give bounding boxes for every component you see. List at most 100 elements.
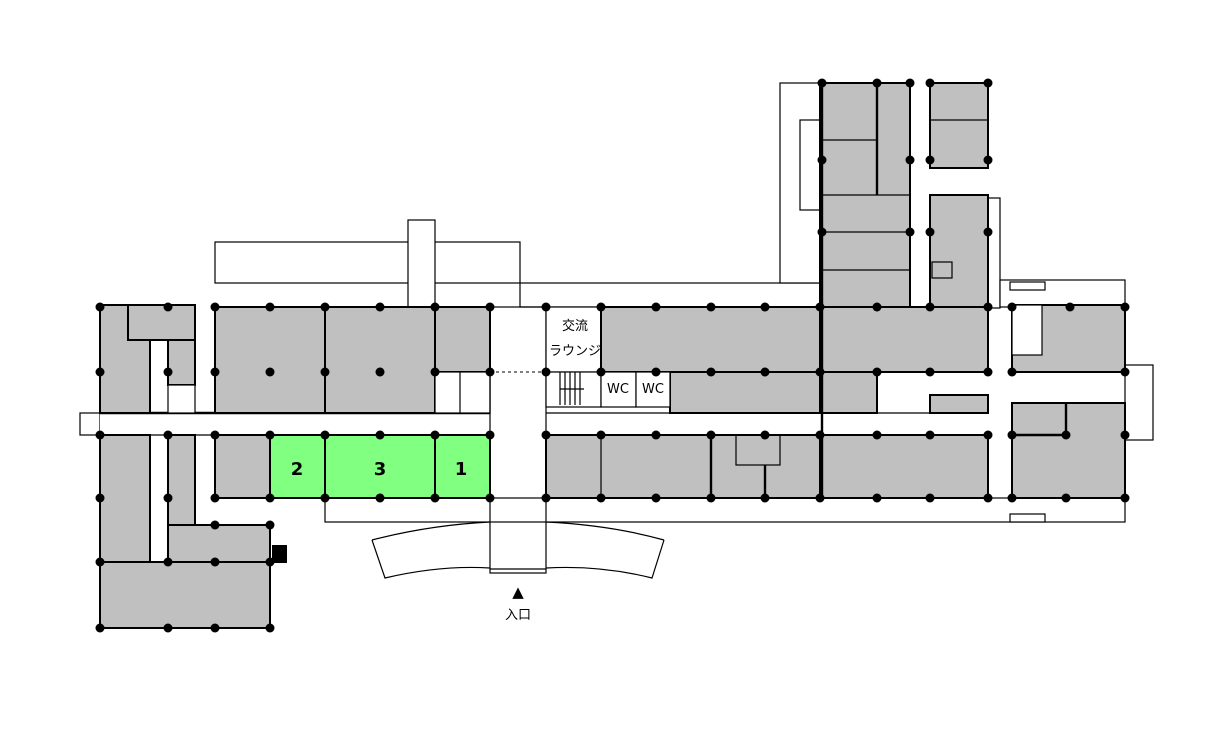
room-3[interactable] bbox=[324, 434, 436, 499]
column-dot bbox=[760, 302, 770, 312]
column-dot bbox=[1120, 493, 1130, 503]
column-dot bbox=[1120, 367, 1130, 377]
column-dot bbox=[815, 302, 825, 312]
column-dot bbox=[485, 493, 495, 503]
column-dot bbox=[925, 302, 935, 312]
column-dot bbox=[163, 430, 173, 440]
room-1-label: 1 bbox=[455, 459, 468, 480]
column-dot bbox=[706, 493, 716, 503]
column-dot bbox=[1007, 367, 1017, 377]
column-dot bbox=[265, 623, 275, 633]
column-dot bbox=[265, 520, 275, 530]
column-dot bbox=[541, 430, 551, 440]
column-dot bbox=[925, 367, 935, 377]
column-dot bbox=[596, 302, 606, 312]
column-dot bbox=[210, 520, 220, 530]
column-dot bbox=[651, 367, 661, 377]
column-dot bbox=[983, 302, 993, 312]
column-dot bbox=[265, 493, 275, 503]
column-dot bbox=[905, 155, 915, 165]
column-dot bbox=[817, 78, 827, 88]
column-dot bbox=[320, 367, 330, 377]
column-dot bbox=[925, 493, 935, 503]
column-dot bbox=[925, 227, 935, 237]
column-dot bbox=[541, 367, 551, 377]
column-dot bbox=[430, 430, 440, 440]
column-dot bbox=[265, 557, 275, 567]
column-dot bbox=[320, 430, 330, 440]
column-dot bbox=[210, 302, 220, 312]
column-dot bbox=[430, 302, 440, 312]
column-dot bbox=[95, 367, 105, 377]
column-dot bbox=[760, 367, 770, 377]
column-dot bbox=[905, 78, 915, 88]
entrance-hall bbox=[489, 306, 547, 574]
column-dot bbox=[1065, 302, 1075, 312]
room-1[interactable] bbox=[434, 434, 491, 499]
column-dot bbox=[485, 367, 495, 377]
column-dot bbox=[163, 302, 173, 312]
column-dot bbox=[163, 493, 173, 503]
highlighted-rooms: 2 3 1 bbox=[269, 434, 491, 499]
left-wing bbox=[99, 304, 287, 629]
column-dot bbox=[430, 367, 440, 377]
column-dot bbox=[983, 227, 993, 237]
column-dot bbox=[706, 367, 716, 377]
column-dot bbox=[706, 430, 716, 440]
column-dot bbox=[983, 155, 993, 165]
column-dot bbox=[651, 493, 661, 503]
wc-label-1: WC bbox=[607, 382, 629, 397]
column-dot bbox=[210, 493, 220, 503]
entrance-arrow-icon: ▲ bbox=[512, 583, 524, 601]
column-dot bbox=[815, 430, 825, 440]
wc-label-2: WC bbox=[642, 382, 664, 397]
column-dot bbox=[925, 78, 935, 88]
column-dot bbox=[905, 227, 915, 237]
column-dot bbox=[651, 430, 661, 440]
column-dot bbox=[872, 302, 882, 312]
column-dot bbox=[817, 227, 827, 237]
column-dot bbox=[983, 367, 993, 377]
column-dot bbox=[375, 430, 385, 440]
column-dot bbox=[760, 430, 770, 440]
column-dot bbox=[95, 302, 105, 312]
column-markers bbox=[95, 78, 1130, 633]
column-dot bbox=[163, 623, 173, 633]
column-dot bbox=[706, 302, 716, 312]
exchange-lounge[interactable] bbox=[545, 306, 602, 373]
column-dot bbox=[1007, 493, 1017, 503]
column-dot bbox=[925, 155, 935, 165]
column-dot bbox=[210, 430, 220, 440]
north-tower bbox=[819, 82, 989, 499]
column-dot bbox=[983, 430, 993, 440]
column-dot bbox=[375, 493, 385, 503]
column-dot bbox=[872, 78, 882, 88]
column-dot bbox=[430, 493, 440, 503]
column-dot bbox=[817, 155, 827, 165]
column-dot bbox=[1007, 430, 1017, 440]
column-dot bbox=[375, 367, 385, 377]
column-dot bbox=[815, 493, 825, 503]
east-block: 交流 ラウンジ WC WC bbox=[545, 306, 821, 499]
wc-room-2 bbox=[635, 371, 671, 408]
column-dot bbox=[375, 302, 385, 312]
room-2-label: 2 bbox=[291, 459, 304, 480]
column-dot bbox=[1120, 302, 1130, 312]
column-dot bbox=[95, 557, 105, 567]
column-dot bbox=[596, 430, 606, 440]
column-dot bbox=[485, 430, 495, 440]
column-dot bbox=[596, 367, 606, 377]
column-dot bbox=[541, 493, 551, 503]
column-dot bbox=[760, 493, 770, 503]
column-dot bbox=[1120, 430, 1130, 440]
lounge-label-1: 交流 bbox=[562, 318, 588, 334]
column-dot bbox=[210, 623, 220, 633]
column-dot bbox=[265, 302, 275, 312]
column-dot bbox=[320, 302, 330, 312]
column-dot bbox=[541, 302, 551, 312]
east-wing bbox=[1009, 281, 1126, 523]
wc-room-1 bbox=[600, 371, 637, 408]
column-dot bbox=[265, 367, 275, 377]
column-dot bbox=[265, 430, 275, 440]
